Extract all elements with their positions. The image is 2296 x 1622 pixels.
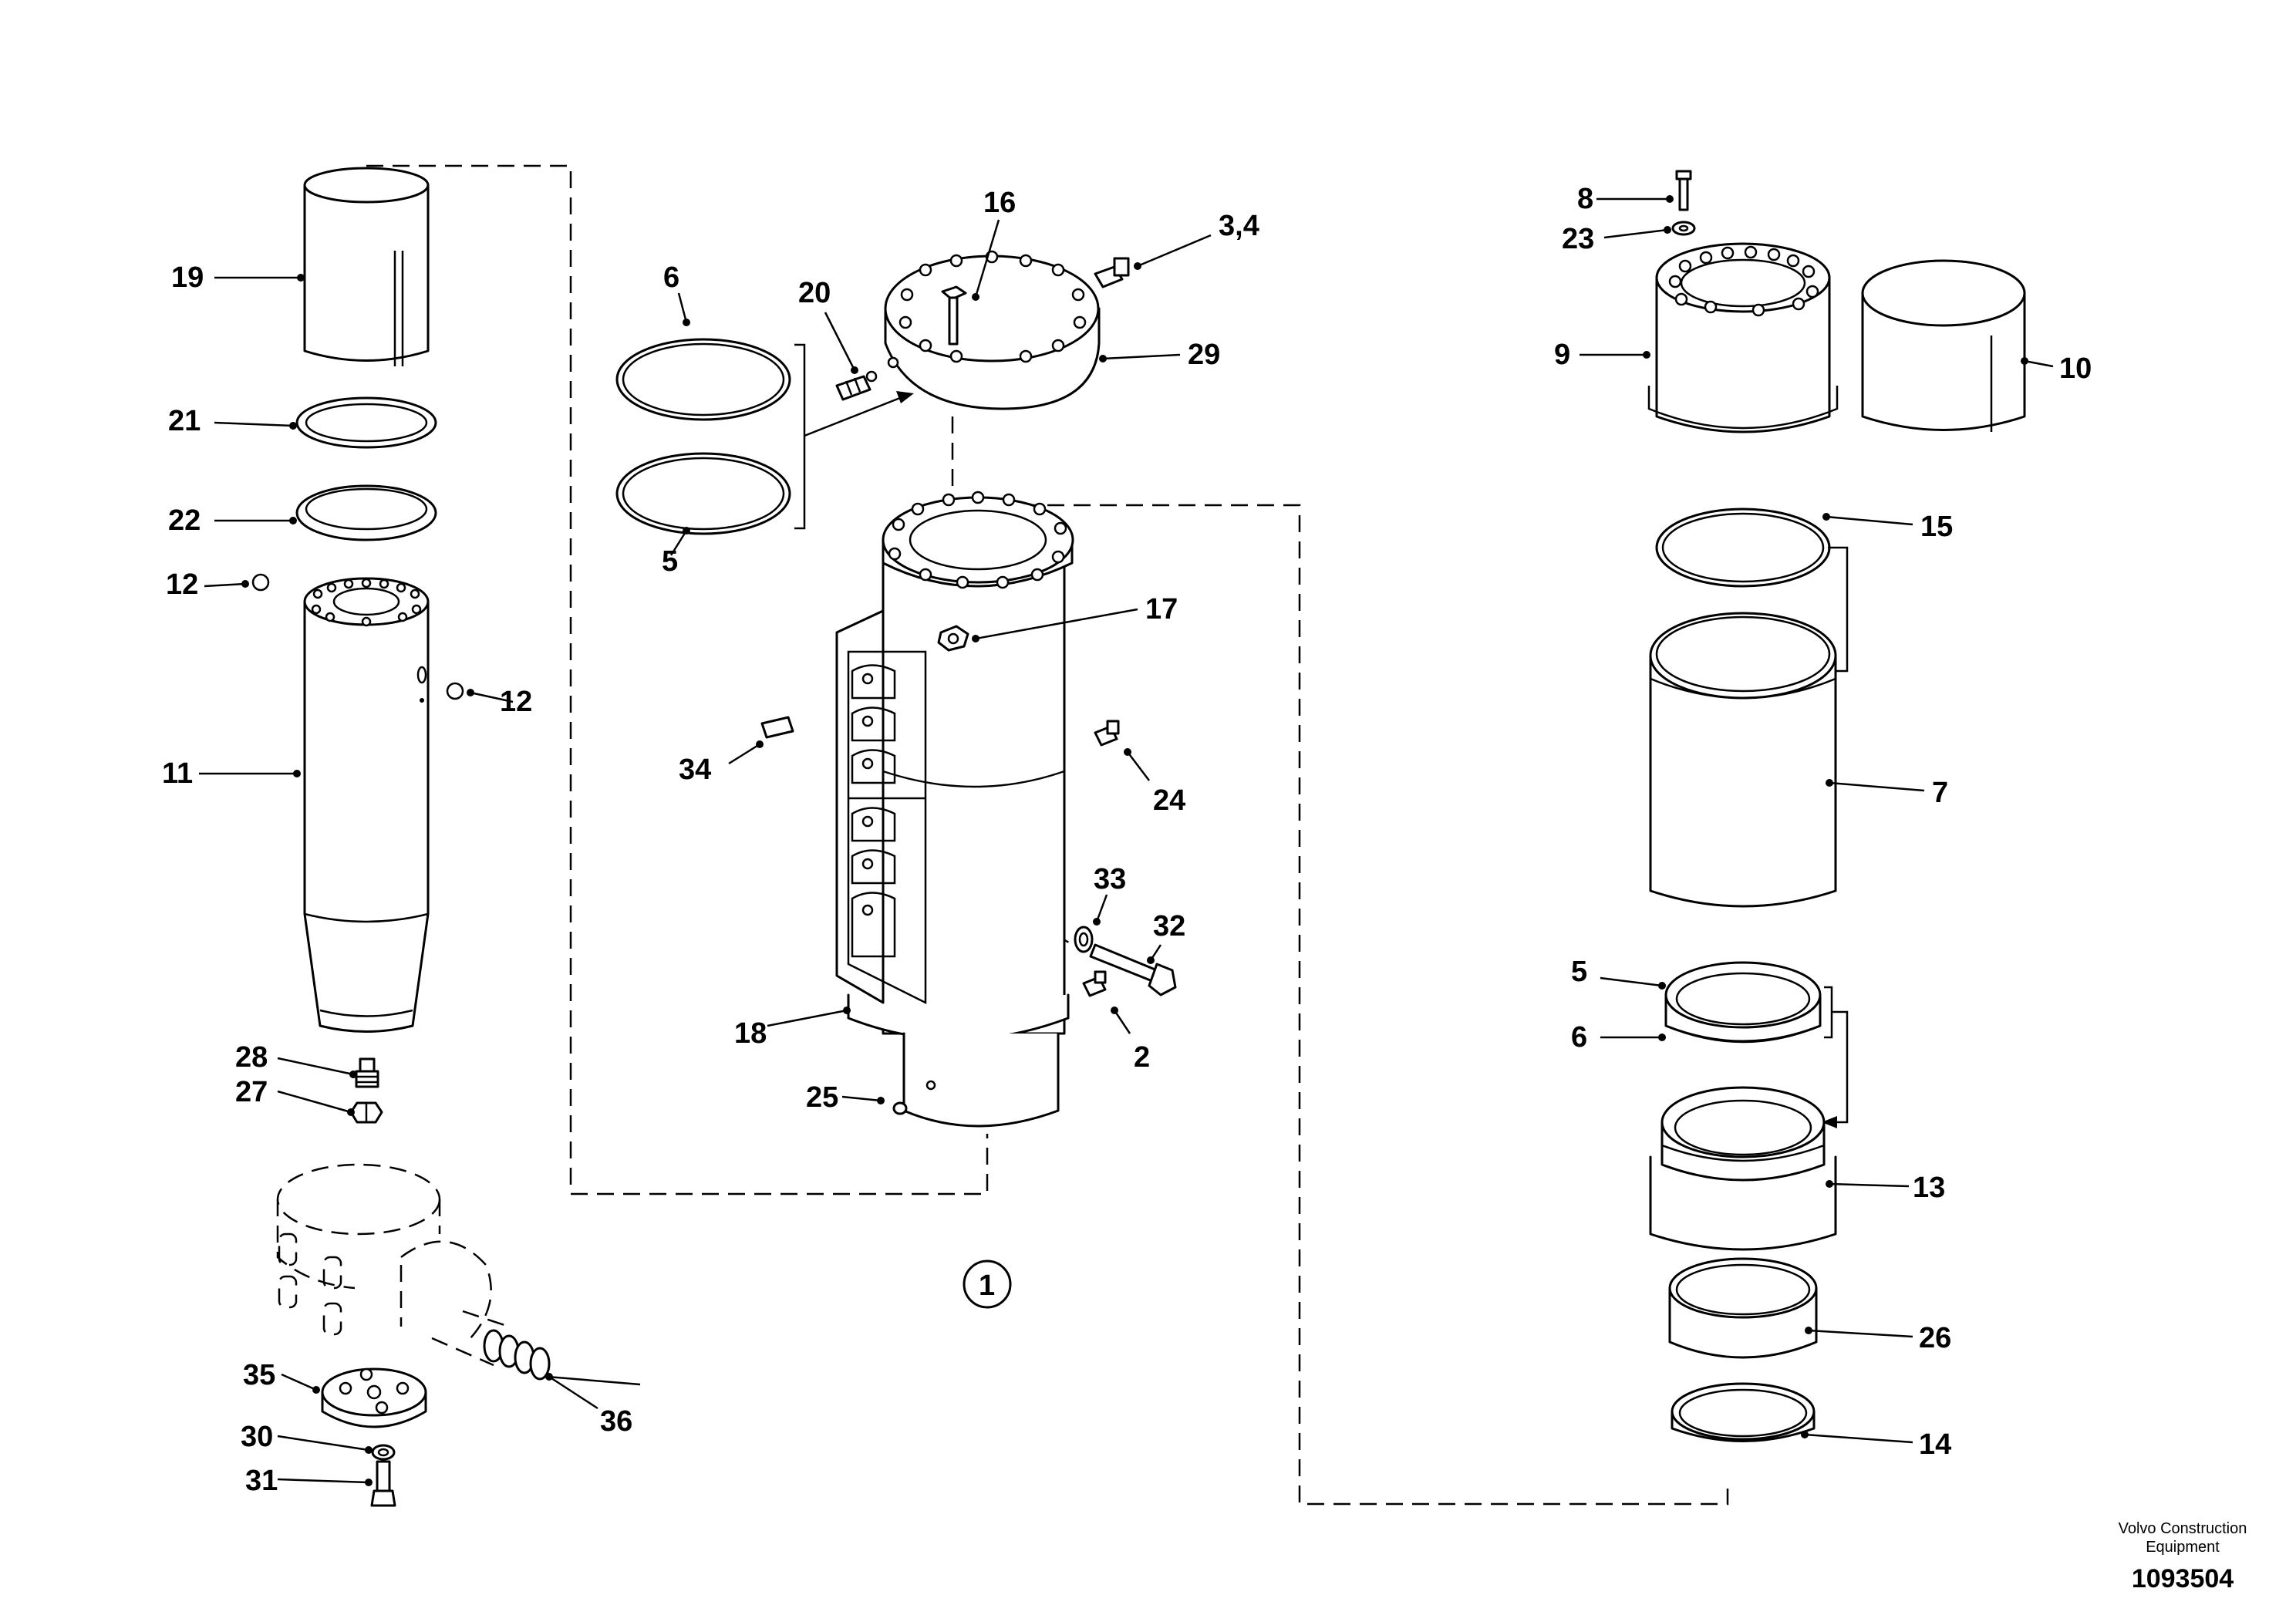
callout-31: 31 bbox=[245, 1465, 278, 1497]
callout-3-4: 3,4 bbox=[1219, 210, 1259, 242]
callout-28: 28 bbox=[235, 1041, 268, 1074]
callout-16: 16 bbox=[983, 187, 1016, 219]
callout-1: 1 bbox=[979, 1270, 995, 1302]
part-16-bolt bbox=[941, 285, 967, 346]
part-8-bolt bbox=[1675, 170, 1692, 211]
assembly-1-circle bbox=[963, 1259, 1012, 1309]
document-number: 1093504 bbox=[2132, 1564, 2234, 1593]
callout-17: 17 bbox=[1145, 593, 1178, 626]
callout-2: 2 bbox=[1134, 1041, 1150, 1074]
part-24-fitting bbox=[1094, 720, 1120, 747]
callout-12: 12 bbox=[166, 568, 198, 601]
callout-22: 22 bbox=[168, 504, 201, 537]
part-6-oring bbox=[615, 338, 791, 421]
rings-bracket-arrow bbox=[794, 343, 914, 530]
part-12-ball-b bbox=[446, 682, 464, 700]
reference-housing-dashed bbox=[276, 1163, 510, 1367]
part-36-shaft-spline bbox=[483, 1329, 641, 1386]
callout-24: 24 bbox=[1153, 784, 1185, 817]
callout-18: 18 bbox=[734, 1017, 767, 1050]
callout-6: 6 bbox=[663, 261, 679, 294]
part-10-split-sleeve bbox=[1861, 259, 2026, 432]
part-20-fitting bbox=[835, 370, 878, 401]
part-13-collar bbox=[1649, 1086, 1837, 1251]
part-22-ring bbox=[295, 484, 437, 541]
callout-25: 25 bbox=[806, 1081, 838, 1114]
part-23-washer bbox=[1671, 221, 1696, 236]
part-6-seal-right bbox=[1665, 1024, 1821, 1044]
part-18-housing bbox=[835, 491, 1074, 1128]
part-17-plug bbox=[937, 625, 969, 652]
part-5-oring bbox=[615, 452, 791, 535]
part-19-split-sleeve bbox=[303, 167, 430, 366]
callout-23: 23 bbox=[1562, 223, 1594, 255]
callout-33: 33 bbox=[1094, 863, 1126, 895]
callout-20: 20 bbox=[798, 277, 831, 309]
callout-34: 34 bbox=[679, 754, 711, 786]
callout-27: 27 bbox=[235, 1076, 268, 1108]
part-12-ball-a bbox=[251, 573, 270, 592]
callout-7: 7 bbox=[1932, 777, 1948, 809]
callout-36: 36 bbox=[600, 1405, 632, 1438]
part-30-washer bbox=[371, 1444, 396, 1461]
callout-12: 12 bbox=[500, 686, 532, 718]
part-25-plug bbox=[892, 1101, 908, 1115]
callout-35: 35 bbox=[243, 1359, 275, 1391]
part-9-bushing bbox=[1647, 242, 1839, 433]
callout-26: 26 bbox=[1919, 1322, 1951, 1354]
bracket-5-6-13 bbox=[1822, 986, 1849, 1128]
callout-9: 9 bbox=[1554, 339, 1570, 371]
part-31-bolt bbox=[370, 1460, 396, 1507]
part-21-ring bbox=[295, 396, 437, 449]
part-15-oring bbox=[1655, 508, 1831, 588]
brand-line-2: Equipment bbox=[2146, 1539, 2220, 1556]
brand-line-1: Volvo Construction bbox=[2119, 1520, 2247, 1537]
callout-21: 21 bbox=[168, 405, 201, 437]
part-3-4-fitting bbox=[1094, 257, 1130, 288]
callout-8: 8 bbox=[1577, 183, 1593, 215]
part-14-ring bbox=[1671, 1382, 1816, 1442]
part-29-cover bbox=[884, 250, 1101, 410]
part-32-bolt bbox=[1089, 943, 1177, 996]
part-11-shaft bbox=[303, 577, 430, 1033]
callout-5: 5 bbox=[662, 545, 678, 578]
part-34-key bbox=[760, 716, 794, 739]
callout-32: 32 bbox=[1153, 910, 1185, 943]
part-26-bushing bbox=[1668, 1257, 1818, 1359]
callout-6: 6 bbox=[1571, 1021, 1587, 1054]
part-2-fitting bbox=[1082, 970, 1107, 997]
part-28-fitting bbox=[355, 1057, 379, 1088]
callout-10: 10 bbox=[2059, 352, 2092, 385]
part-35-plate bbox=[321, 1367, 427, 1428]
bracket-15-7 bbox=[1828, 546, 1849, 673]
callout-15: 15 bbox=[1920, 511, 1953, 543]
callout-29: 29 bbox=[1188, 339, 1220, 371]
callout-19: 19 bbox=[171, 261, 204, 294]
leader-lines bbox=[199, 195, 2054, 1486]
callout-14: 14 bbox=[1919, 1428, 1951, 1461]
callout-5: 5 bbox=[1571, 956, 1587, 988]
callout-13: 13 bbox=[1913, 1172, 1945, 1204]
part-7-cylinder bbox=[1649, 612, 1837, 908]
part-27-nut bbox=[349, 1101, 383, 1124]
part-33-washer bbox=[1074, 926, 1094, 953]
footer: Volvo Construction Equipment 1093504 bbox=[2119, 1520, 2247, 1593]
callout-labels: 19 21 22 12 12 11 28 27 35 30 31 36 6 5 … bbox=[162, 183, 2092, 1497]
callout-30: 30 bbox=[241, 1421, 273, 1453]
part-5-seal-right bbox=[1664, 961, 1822, 1043]
callout-11: 11 bbox=[162, 757, 193, 790]
